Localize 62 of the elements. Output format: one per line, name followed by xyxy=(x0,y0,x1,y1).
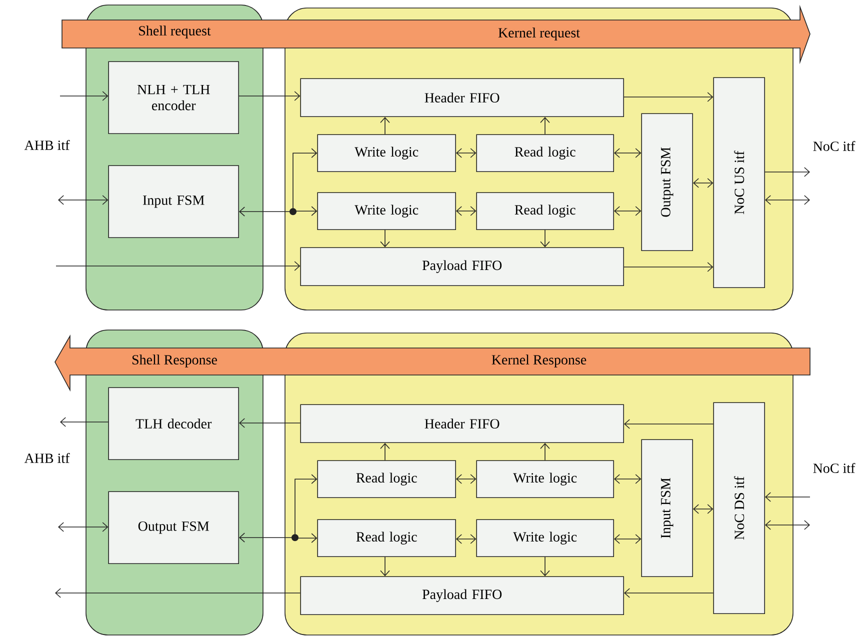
arrow xyxy=(380,117,390,135)
arrow xyxy=(456,534,476,544)
arrow xyxy=(56,261,300,271)
arrow xyxy=(614,534,642,544)
arrow xyxy=(380,443,390,461)
block-box: Header FIFO xyxy=(300,78,624,117)
block-box: Read logic xyxy=(317,519,456,557)
panel-heading: Kernel Response xyxy=(492,354,586,368)
arrow xyxy=(456,148,476,158)
block-box: Input FSM xyxy=(641,439,693,577)
arrow xyxy=(55,588,301,598)
block-box: Payload FIFO xyxy=(300,247,624,286)
block-box: Write logic xyxy=(317,134,456,172)
block-box: NoC US itf xyxy=(713,77,765,288)
arrow xyxy=(60,91,108,101)
block-box: Read logic xyxy=(476,134,614,172)
interface-label: NoC itf xyxy=(813,141,856,151)
block-box: Write logic xyxy=(317,192,456,230)
arrow xyxy=(456,474,476,484)
panel-heading: Shell request xyxy=(139,26,211,38)
arrow xyxy=(614,206,642,216)
arrow xyxy=(60,417,109,427)
arrow xyxy=(540,117,550,135)
block-box: Header FIFO xyxy=(300,404,624,443)
block-box: Payload FIFO xyxy=(300,576,624,615)
block-box: NoC DS itf xyxy=(713,402,765,614)
block-box: Read logic xyxy=(476,192,614,230)
block-box: Read logic xyxy=(317,460,456,498)
arrow xyxy=(238,91,300,101)
arrow xyxy=(380,556,390,576)
arrow xyxy=(624,92,714,102)
arrow xyxy=(58,522,108,532)
arrow xyxy=(624,588,714,598)
interface-label: NoC itf xyxy=(813,463,856,473)
block-box: NLH + TLH encoder xyxy=(108,61,239,134)
interface-label: AHB itf xyxy=(24,453,70,463)
arrow xyxy=(765,520,810,530)
arrow xyxy=(624,419,714,429)
arrow xyxy=(765,195,810,205)
arrow xyxy=(239,418,301,428)
block-box: Output FSM xyxy=(641,113,693,251)
arrow xyxy=(693,504,714,514)
arrow xyxy=(614,148,642,158)
arrow xyxy=(540,443,550,461)
panel-heading: Kernel request xyxy=(498,28,580,40)
arrow xyxy=(693,178,714,188)
arrow xyxy=(614,474,642,484)
block-box: TLH decoder xyxy=(108,387,239,460)
block-box: Write logic xyxy=(476,519,614,557)
panel-heading: Shell Response xyxy=(132,354,217,368)
arrow xyxy=(540,230,550,248)
arrow xyxy=(456,206,476,216)
block-box: Write logic xyxy=(476,460,614,498)
interface-label: AHB itf xyxy=(24,140,70,150)
block-box: Input FSM xyxy=(108,165,239,238)
arrow xyxy=(764,167,810,177)
arrow xyxy=(765,492,810,502)
arrow xyxy=(380,230,390,248)
arrow xyxy=(624,262,714,272)
block-box: Output FSM xyxy=(108,491,239,564)
arrow xyxy=(540,556,550,576)
arrow xyxy=(58,195,108,205)
